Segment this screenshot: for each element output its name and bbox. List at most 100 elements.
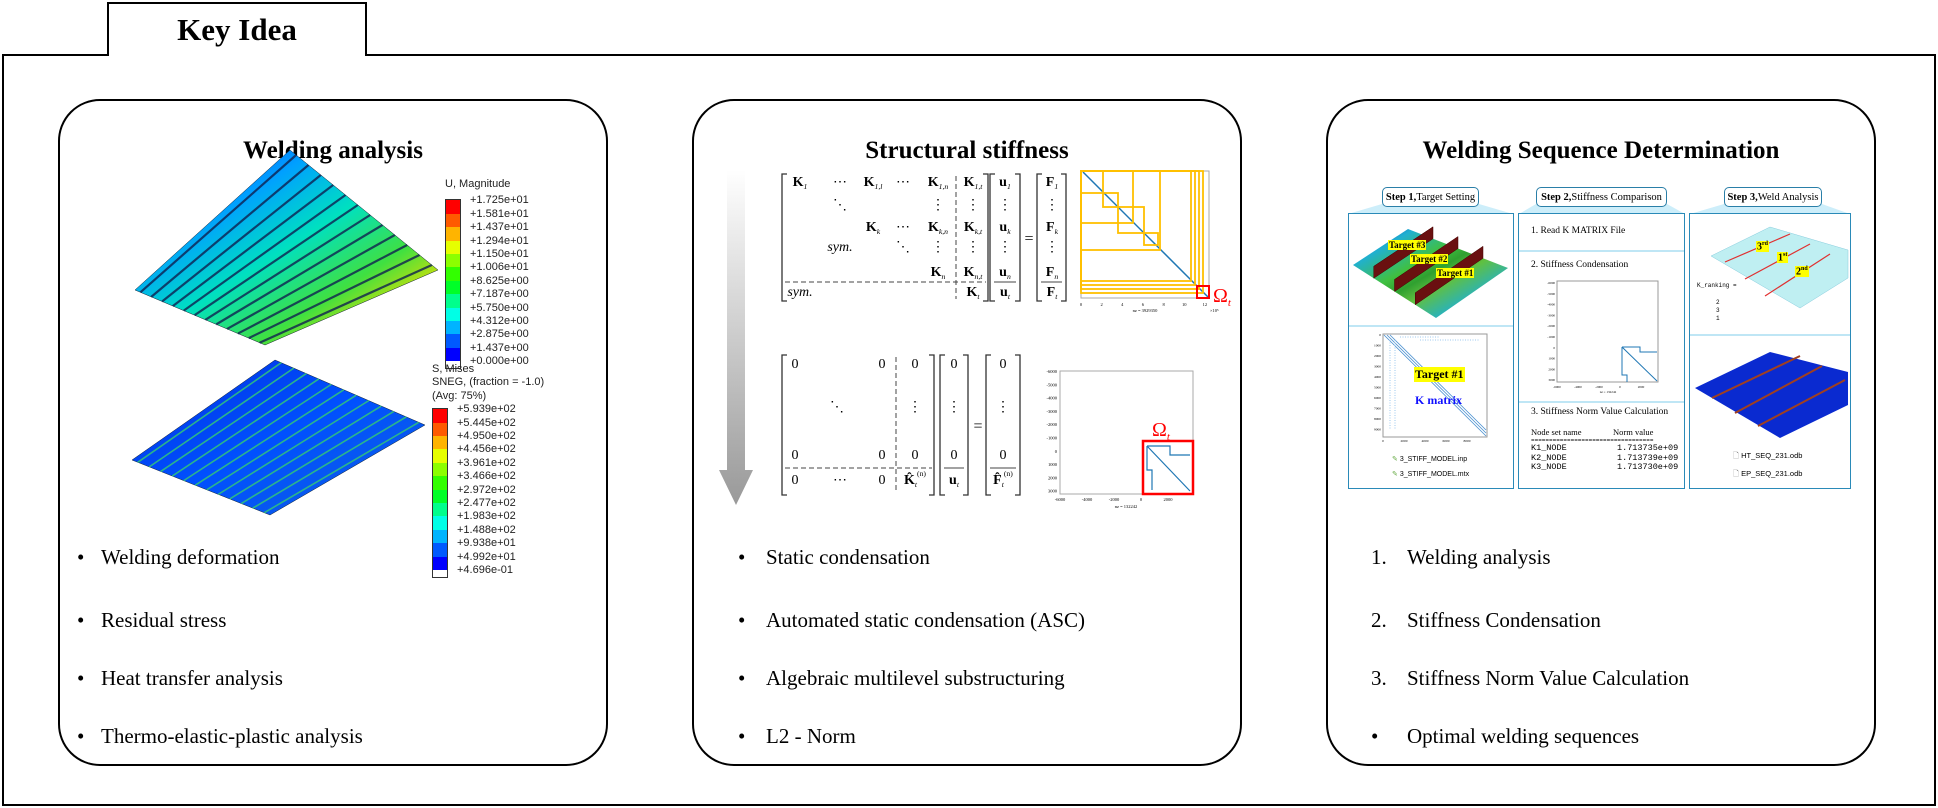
legend-value: +0.000e+00 <box>470 355 529 368</box>
matrix-entry: Fn <box>1046 265 1059 281</box>
target-plate <box>1353 229 1508 318</box>
matrix-entry: 0 <box>879 357 886 372</box>
legend-value: +8.625e+00 <box>470 274 529 287</box>
ranking-value: 1 <box>1716 315 1720 322</box>
step2-item-read: 1. Read K MATRIX File <box>1531 226 1626 236</box>
legend-value: +5.750e+00 <box>470 301 529 314</box>
x-tick-label: 2000 <box>1401 439 1408 443</box>
legend-value: +1.581e+01 <box>470 207 529 220</box>
matrix-entry: Kk,n <box>928 220 948 236</box>
list-marker: 1. <box>1371 545 1387 569</box>
matrix-bracket <box>781 173 989 302</box>
matrix-entry: K1,t <box>964 175 984 191</box>
bullet-marker: • <box>77 666 85 690</box>
x-tick-label: 2000 <box>1638 385 1645 389</box>
y-tick-label: 8000 <box>1374 417 1381 421</box>
legend-title: S, Mises <box>432 363 475 375</box>
nz-label: nz = 132242 <box>1115 504 1138 509</box>
y-tick-label: 9000 <box>1374 428 1381 432</box>
matrix-entry: ⋯ <box>833 175 847 190</box>
rib <box>226 234 396 330</box>
matrix-entry: Fk <box>1046 220 1059 236</box>
legend-value: +4.456e+02 <box>457 443 516 456</box>
legend-swatch <box>433 489 447 503</box>
k-ranking-label: K_ranking = <box>1697 282 1737 289</box>
matrix-bracket <box>989 173 1021 302</box>
matrix-entry: Kt <box>966 285 980 301</box>
matrix-entry: uk <box>999 220 1011 236</box>
bullet-item: Algebraic multilevel substructuring <box>766 666 1065 690</box>
matrix-entry: Kn <box>931 265 946 281</box>
y-tick-label: -4000 <box>1547 303 1555 307</box>
step-1-header: Step 1, Target Setting <box>1382 187 1479 207</box>
step2-item-norm: 3. Stiffness Norm Value Calculation <box>1531 407 1669 417</box>
plate-ribs <box>137 362 420 514</box>
rib <box>137 362 282 463</box>
omega-t-block <box>1141 439 1195 496</box>
y-tick-label: 2000 <box>1048 475 1058 480</box>
matrix-entry: ⋯ <box>896 175 910 190</box>
legend-value: +4.950e+02 <box>457 430 516 443</box>
matrix-entry: u1 <box>999 175 1011 191</box>
panel-title: Welding Sequence Determination <box>1422 137 1780 164</box>
rib <box>259 263 433 344</box>
list-item: Optimal welding sequences <box>1407 724 1640 748</box>
matrix-entry: ⋮ <box>908 400 922 415</box>
bullet-marker: • <box>738 666 746 690</box>
ranking-value: 3 <box>1716 307 1720 314</box>
kplot-target-label: Target #1 <box>1414 367 1465 382</box>
nz-label: nz = 3929350 <box>1133 308 1159 313</box>
y-tick-label: -5000 <box>1547 292 1555 296</box>
y-tick-label: 1000 <box>1048 462 1058 467</box>
matrix-entry: ⋯ <box>833 473 847 488</box>
matrix-entry: 0 <box>951 448 958 463</box>
legend-swatch <box>433 462 447 477</box>
file-item[interactable]: ✎ 3_STIFF_MODEL.mtx <box>1392 471 1470 478</box>
file-item[interactable]: 🗋 HT_SEQ_231.odb <box>1733 451 1803 460</box>
matrix-entry: Kn,t <box>964 265 984 281</box>
matrix-entry: ⋯ <box>896 220 910 235</box>
matrix-entry: F̂t(n) <box>993 469 1013 489</box>
x-tick-label: 4 <box>1121 302 1124 307</box>
legend-value: +1.437e+01 <box>470 221 529 234</box>
legend-swatch <box>446 200 460 214</box>
plate-ribs <box>139 154 433 344</box>
y-tick-label: 2000 <box>1374 354 1381 358</box>
legend-swatch <box>433 502 447 517</box>
matrix-entry: 0 <box>912 357 919 372</box>
step-label: Target Setting <box>1416 191 1476 203</box>
step-label: Weld Analysis <box>1757 191 1819 203</box>
legend-value: +4.312e+00 <box>470 315 529 328</box>
matrix-entry: ⋮ <box>996 400 1010 415</box>
matrix-entry: 0 <box>879 473 886 488</box>
list-marker: 3. <box>1371 666 1387 690</box>
x-tick-label: 8000 <box>1464 439 1471 443</box>
omega-t-label: Ωt <box>1152 419 1171 443</box>
y-tick-label: 7000 <box>1374 407 1381 411</box>
matrix-entry: K1,n <box>928 175 949 191</box>
down-arrow-icon <box>719 170 753 505</box>
legend-swatch <box>433 529 447 544</box>
matrix-entry: ⋮ <box>998 198 1012 213</box>
outer-frame <box>2 54 1936 806</box>
edit-file-icon: ✎ <box>1392 471 1398 478</box>
legend-value: +1.006e+01 <box>470 261 529 274</box>
legend-value: +5.445e+02 <box>457 416 516 429</box>
legend-value: +4.696e-01 <box>457 564 513 577</box>
matrix-bracket <box>1036 173 1067 302</box>
y-tick-label: -4000 <box>1047 396 1058 401</box>
file-item[interactable]: ✎ 3_STIFF_MODEL.inp <box>1392 456 1468 463</box>
legend-value: +2.477e+02 <box>457 497 516 510</box>
legend-swatch <box>446 227 460 241</box>
omega-t-block <box>1196 285 1210 299</box>
y-tick-label: 3000 <box>1548 378 1555 382</box>
file-item[interactable]: 🗋 EP_SEQ_231.odb <box>1733 469 1803 478</box>
matrix-entry: sym. <box>787 285 812 300</box>
matrix-bracket <box>781 354 935 496</box>
y-tick-label: 5000 <box>1374 386 1381 390</box>
matrix-entry: 0 <box>792 357 799 372</box>
rib <box>194 389 345 486</box>
legend-value: +1.294e+01 <box>470 234 529 247</box>
